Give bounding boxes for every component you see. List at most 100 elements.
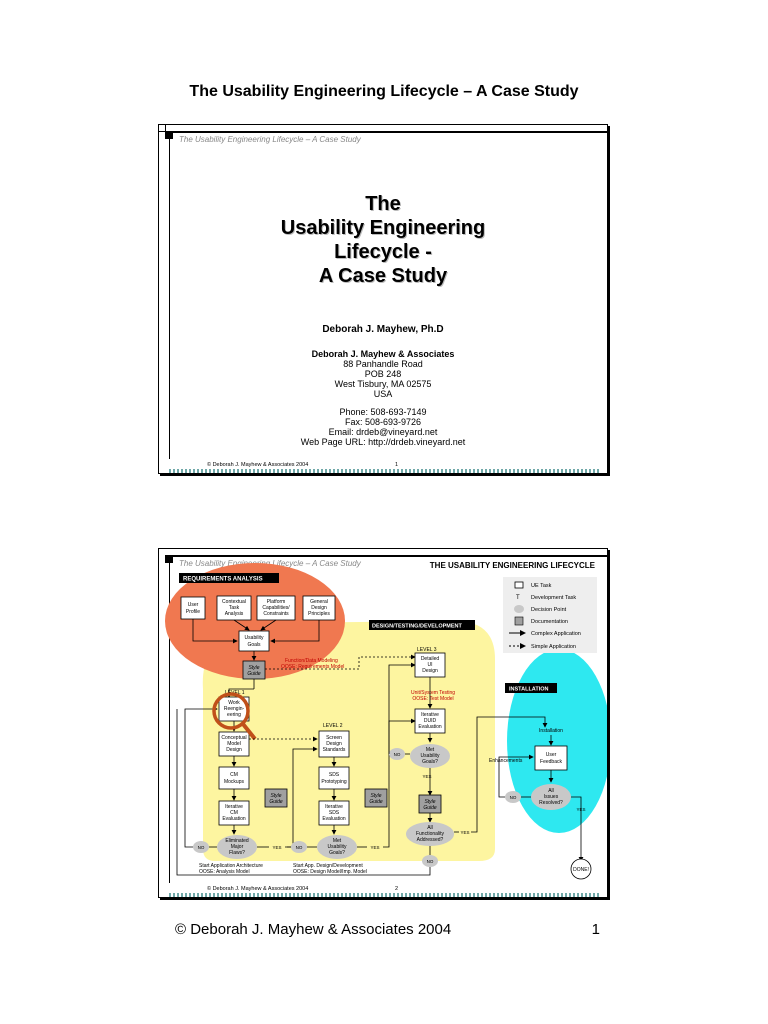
slide-corner <box>159 125 166 132</box>
done-text: DONE! <box>573 867 589 873</box>
address-line: 88 Panhandle Road <box>343 359 423 369</box>
requirements-region <box>165 563 345 679</box>
issues-no: NO <box>510 795 517 800</box>
legend-complex: Complex Application <box>531 631 581 637</box>
organization-block: Deborah J. Mayhew & Associates 88 Panhan… <box>159 349 607 399</box>
level1-start-text: Start Application Architecture <box>199 863 263 869</box>
slide-top-rule <box>171 555 607 557</box>
level3-no: NO <box>394 752 401 757</box>
level3-yes: YES <box>422 774 431 779</box>
all-yes: YES <box>460 830 469 835</box>
legend-t-mark: T <box>516 595 520 601</box>
level2-yes: YES <box>370 845 379 850</box>
title-line: The <box>365 193 401 215</box>
legend-simple: Simple Application <box>531 644 576 650</box>
slide-footer-dots <box>169 469 601 473</box>
fax: Fax: 508-693-9726 <box>344 417 422 427</box>
legend-dev-task: Development Task <box>531 595 576 601</box>
done-circle <box>570 858 592 880</box>
legend-decision: Decision Point <box>531 607 567 613</box>
slide-footer-number: 1 <box>395 462 399 468</box>
slide-2: The Usability Engineering Lifecycle – A … <box>158 548 608 898</box>
title-line: A Case Study <box>318 265 448 287</box>
phase-requirements-label: REQUIREMENTS ANALYSIS <box>183 577 263 583</box>
slide-footer: © Deborah J. Mayhew & Associates 2004 1 <box>159 461 607 471</box>
level-3-label: LEVEL 3 <box>417 647 437 653</box>
slide-footer-copyright: © Deborah J. Mayhew & Associates 2004 <box>207 886 309 892</box>
slide-footer-number: 2 <box>395 886 399 892</box>
email: Email: drdeb@vineyard.net <box>328 427 438 437</box>
all-no: NO <box>427 859 434 864</box>
slide-title: The Usability Engineering Lifecycle - A … <box>159 192 607 288</box>
level-2-label: LEVEL 2 <box>323 723 343 729</box>
page-footer-copyright: © Deborah J. Mayhew & Associates 2004 <box>175 921 452 938</box>
phone: Phone: 508-693-7149 <box>339 407 427 417</box>
phase-installation-label: INSTALLATION <box>509 687 549 693</box>
magnifier-icon <box>212 692 250 730</box>
address-line: POB 248 <box>364 369 402 379</box>
slide-left-rule <box>169 559 170 883</box>
diagram-heading: THE USABILITY ENGINEERING LIFECYCLE <box>429 561 595 570</box>
enhancements-text: Enhancements <box>489 758 523 764</box>
slide-footer-copyright: © Deborah J. Mayhew & Associates 2004 <box>207 462 309 468</box>
author-name: Deborah J. Mayhew, Ph.D <box>322 324 444 335</box>
organization-name: Deborah J. Mayhew & Associates <box>311 349 455 359</box>
page-footer: © Deborah J. Mayhew & Associates 2004 1 <box>175 921 600 938</box>
level2-start-text: Start App. Design/Development <box>293 863 363 869</box>
slide-left-rule <box>169 135 170 459</box>
page-number: 1 <box>591 921 600 938</box>
phase-design-label: DESIGN/TESTING/DEVELOPMENT <box>372 624 462 630</box>
legend-ue-task: UE Task <box>531 583 552 589</box>
slide-subtitle: The Usability Engineering Lifecycle – A … <box>179 135 361 144</box>
slide-footer: © Deborah J. Mayhew & Associates 2004 2 <box>159 885 607 895</box>
title-line: Lifecycle - <box>334 241 432 263</box>
legend-documentation: Documentation <box>531 619 568 625</box>
unit-testing-text: Unit/System Testing <box>411 690 455 696</box>
slide-1: The Usability Engineering Lifecycle – A … <box>158 124 608 474</box>
level1-yes: YES <box>272 845 281 850</box>
level2-no: NO <box>296 845 303 850</box>
